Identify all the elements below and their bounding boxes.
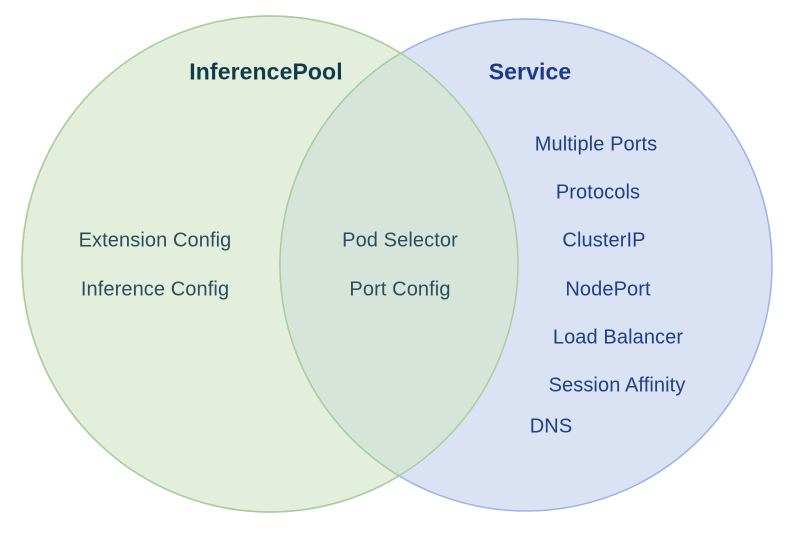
service-item-0: Multiple Ports (534, 133, 658, 156)
service-item-4: Load Balancer (552, 326, 684, 349)
service-item-5: Session Affinity (548, 374, 686, 397)
inferencepool-item-0: Extension Config (78, 229, 232, 252)
service-title: Service (488, 58, 572, 85)
service-item-1: Protocols (555, 181, 641, 204)
inferencepool-title: InferencePool (189, 58, 343, 85)
service-item-6: DNS (529, 415, 573, 438)
service-item-3: NodePort (565, 278, 651, 301)
intersection-region[interactable] (279, 18, 772, 512)
intersection-item-1: Port Config (349, 278, 451, 301)
service-item-2: ClusterIP (562, 229, 646, 252)
intersection-item-0: Pod Selector (342, 229, 458, 252)
inferencepool-item-1: Inference Config (80, 278, 230, 301)
inferencepool-circle-outline (21, 15, 519, 513)
